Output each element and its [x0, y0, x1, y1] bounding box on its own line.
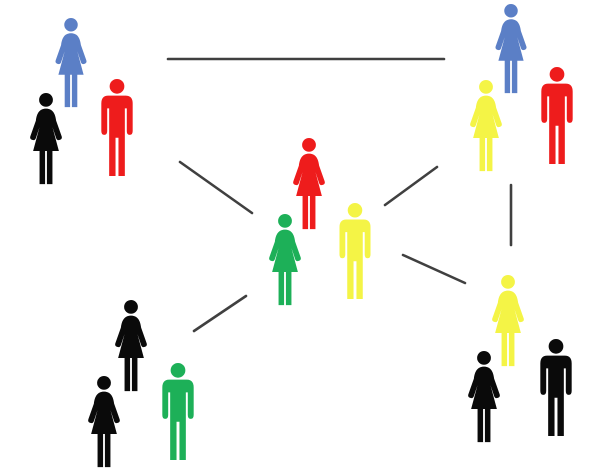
person-red-male-icon — [101, 79, 133, 177]
person-head — [549, 67, 565, 82]
connector-center-to-bottom-right — [401, 253, 467, 285]
person-head — [109, 79, 125, 94]
person-head — [548, 339, 564, 354]
person-head — [477, 351, 491, 365]
person-head — [97, 376, 111, 390]
connector-top-left-to-center — [178, 160, 254, 215]
person-yellow-female-icon — [492, 275, 524, 367]
person-body — [495, 19, 527, 94]
person-head — [347, 203, 363, 218]
person-head — [278, 214, 292, 228]
person-head — [124, 300, 138, 314]
person-black-female-icon — [468, 351, 500, 443]
person-body — [540, 355, 572, 437]
connector-center-to-bottom-left — [192, 294, 248, 333]
people-groups — [30, 4, 573, 468]
person-body — [269, 229, 301, 306]
person-black-female-icon — [30, 93, 62, 185]
person-head — [39, 93, 53, 107]
person-body — [30, 108, 62, 185]
person-body — [339, 219, 371, 300]
person-body — [55, 33, 87, 108]
person-body — [101, 95, 133, 177]
person-head — [64, 18, 78, 32]
connector-lines — [166, 57, 513, 333]
person-head — [504, 4, 518, 18]
person-red-female-icon — [293, 138, 325, 230]
person-black-male-icon — [540, 339, 572, 437]
person-body — [115, 315, 147, 392]
person-body — [541, 83, 573, 165]
person-head — [302, 138, 316, 152]
person-black-female-icon — [115, 300, 147, 392]
person-green-female-icon — [269, 214, 301, 306]
person-head — [170, 363, 186, 378]
person-head — [479, 80, 493, 94]
person-red-male-icon — [541, 67, 573, 165]
person-body — [492, 290, 524, 367]
person-black-female-icon — [88, 376, 120, 468]
person-head — [501, 275, 515, 289]
person-blue-female-icon — [55, 18, 87, 108]
person-body — [88, 391, 120, 468]
group-bottom-right — [468, 275, 572, 443]
person-blue-female-icon — [495, 4, 527, 94]
connector-top-right-to-center — [383, 165, 439, 207]
person-body — [470, 95, 502, 172]
group-top-right — [470, 4, 573, 172]
person-yellow-male-icon — [339, 203, 371, 300]
group-center — [269, 138, 371, 306]
person-body — [468, 366, 500, 443]
person-body — [293, 153, 325, 230]
person-yellow-female-icon — [470, 80, 502, 172]
group-top-left — [30, 18, 133, 185]
